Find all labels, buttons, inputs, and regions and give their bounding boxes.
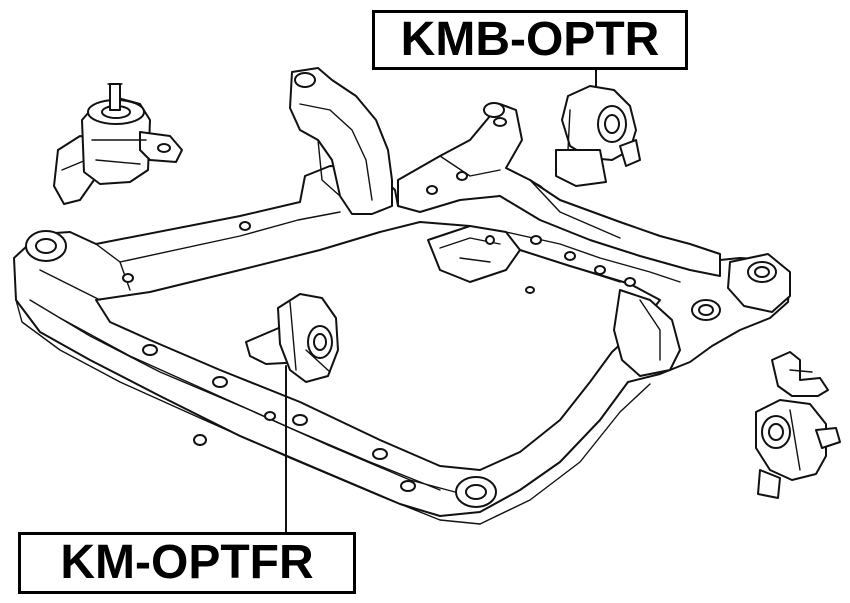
part-label-rear-mount: KMB-OPTR xyxy=(372,10,688,70)
rear-mount-part xyxy=(555,69,641,187)
part-number-rear-mount: KMB-OPTR xyxy=(400,13,660,66)
part-label-front-mount: KM-OPTFR xyxy=(18,532,356,594)
front-mount-part xyxy=(245,293,339,533)
engine-mount-left-part xyxy=(53,83,183,205)
rear-crossmember xyxy=(397,103,721,277)
left-tower xyxy=(289,67,393,215)
mounting-holes xyxy=(122,171,636,492)
part-number-front-mount: KM-OPTFR xyxy=(60,536,314,589)
center-bracket xyxy=(427,225,521,283)
right-tower xyxy=(613,289,681,377)
subframe xyxy=(13,67,791,525)
engine-mount-right-part xyxy=(755,351,841,499)
